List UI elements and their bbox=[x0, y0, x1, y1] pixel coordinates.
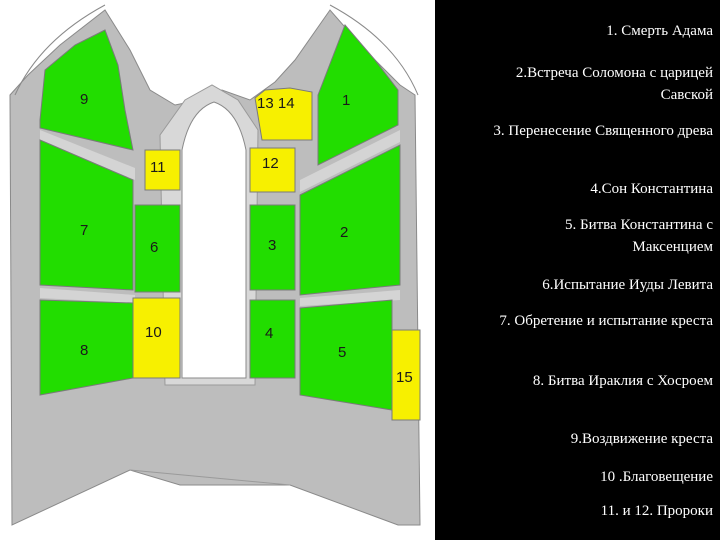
panel-number-13-14: 13 14 bbox=[257, 95, 295, 112]
fresco-panel-2 bbox=[299, 144, 401, 296]
fresco-panel-15 bbox=[391, 329, 421, 421]
window-opening bbox=[181, 101, 247, 379]
right-lower-cornice bbox=[300, 290, 400, 306]
panel-number-4: 4 bbox=[265, 325, 273, 342]
left-upper-cornice bbox=[40, 130, 135, 180]
fresco-panel-1 bbox=[317, 24, 399, 166]
panel-number-7: 7 bbox=[80, 222, 88, 239]
panel-number-15: 15 bbox=[396, 369, 413, 386]
panel-number-9: 9 bbox=[80, 91, 88, 108]
legend-item-10: 10 .Благовещение bbox=[600, 469, 713, 485]
fresco-panel-12 bbox=[249, 147, 296, 193]
legend-item-11: 11. и 12. Пророки bbox=[600, 503, 713, 519]
floor-line bbox=[129, 469, 291, 486]
panel-number-8: 8 bbox=[80, 342, 88, 359]
panel-number-6: 6 bbox=[150, 239, 158, 256]
left-lower-cornice bbox=[40, 288, 135, 303]
fresco-panel-6 bbox=[134, 204, 181, 293]
panel-number-12: 12 bbox=[262, 155, 279, 172]
fresco-panel-3 bbox=[249, 204, 296, 291]
legend-item-3: 3. Перенесение Священного древа bbox=[493, 123, 713, 139]
vault-rib-left bbox=[14, 4, 106, 96]
fresco-panel-10 bbox=[132, 297, 181, 379]
legend-item-8: 8. Битва Ираклия с Хосроем bbox=[532, 373, 713, 389]
fresco-panel-7 bbox=[39, 139, 134, 291]
fresco-panel-9 bbox=[39, 29, 134, 151]
vault-rib-right bbox=[329, 4, 419, 96]
panel-number-11: 11 bbox=[150, 159, 166, 176]
legend-item-5: 5. Битва Константина с Максенцием bbox=[564, 217, 713, 255]
legend-item-2: 2.Встреча Соломона с царицей Савской bbox=[515, 65, 713, 103]
panel-number-3: 3 bbox=[268, 237, 276, 254]
panel-number-10: 10 bbox=[145, 324, 162, 341]
panel-number-5: 5 bbox=[338, 344, 346, 361]
legend-item-6: 6.Испытание Иуды Левита bbox=[542, 277, 713, 293]
legend-item-4: 4.Сон Константина bbox=[590, 181, 713, 197]
fresco-panel-13-14 bbox=[254, 87, 313, 141]
panel-number-1: 1 bbox=[342, 92, 350, 109]
legend-item-1: 1. Смерть Адама bbox=[606, 23, 713, 39]
legend-item-7: 7. Обретение и испытание креста bbox=[499, 313, 713, 329]
fresco-panel-11 bbox=[144, 149, 181, 191]
right-upper-cornice bbox=[300, 130, 400, 192]
fresco-panel-4 bbox=[249, 299, 296, 379]
panel-number-2: 2 bbox=[340, 224, 348, 241]
legend-item-9: 9.Воздвижение креста bbox=[570, 431, 713, 447]
legend-panel: 1. Смерть Адама 2.Встреча Соломона с цар… bbox=[435, 0, 720, 540]
